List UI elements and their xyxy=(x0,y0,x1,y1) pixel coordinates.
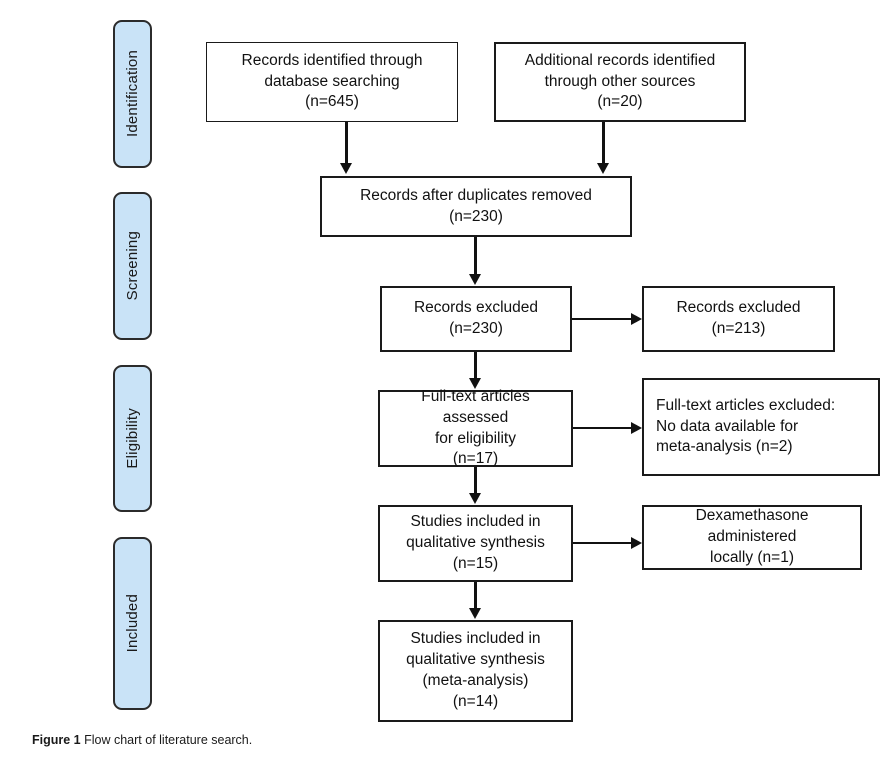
connector-screened-to-fulltext xyxy=(474,352,477,379)
connector-qualitative-to-dexamethasone xyxy=(573,541,632,545)
arrowhead-fulltext-to-qualitative xyxy=(468,493,481,504)
flow-box-records-excluded: Records excluded (n=213) xyxy=(642,286,835,352)
flow-box-text-full-text-excluded: Full-text articles excluded: No data ava… xyxy=(656,396,836,456)
flow-box-text-records-screened: Records excluded (n=230) xyxy=(413,299,539,337)
connector-fulltext-to-qualitative xyxy=(474,467,477,494)
arrowhead-fulltext-to-excluded xyxy=(631,421,642,434)
flow-box-text-full-text-assessed: Full-text articles assessed for eligibil… xyxy=(421,387,530,468)
figure-caption-text: Flow chart of literature search. xyxy=(84,733,253,747)
flow-box-records-identified-database: Records identified through database sear… xyxy=(206,42,458,122)
stage-pill-identification: Identification xyxy=(113,20,152,168)
figure-caption: Figure 1 Flow chart of literature search… xyxy=(32,733,252,747)
stage-pill-eligibility: Eligibility xyxy=(113,365,152,512)
connector-additional-to-duplicates xyxy=(602,122,605,164)
flow-box-studies-qualitative: Studies included in qualitative synthesi… xyxy=(378,505,573,582)
connector-screened-to-excluded xyxy=(572,317,632,321)
flow-box-text-records-identified-database: Records identified through database sear… xyxy=(241,51,423,111)
flow-box-text-studies-meta-analysis: Studies included in qualitative synthesi… xyxy=(406,630,545,710)
flow-box-full-text-assessed: Full-text articles assessed for eligibil… xyxy=(378,387,573,468)
flow-box-full-text-excluded: Full-text articles excluded: No data ava… xyxy=(642,378,880,476)
connector-duplicates-to-screened xyxy=(474,237,477,275)
arrowhead-duplicates-to-screened xyxy=(468,274,481,285)
stage-pill-included: Included xyxy=(113,537,152,710)
figure-caption-label: Figure 1 xyxy=(32,733,81,747)
stage-label-identification: Identification xyxy=(124,50,141,138)
flow-box-text-studies-qualitative: Studies included in qualitative synthesi… xyxy=(406,513,545,572)
stage-label-screening: Screening xyxy=(124,231,141,301)
arrowhead-screened-to-excluded xyxy=(631,312,642,325)
connector-identified-to-duplicates xyxy=(345,122,348,164)
connector-qualitative-to-meta xyxy=(474,582,477,609)
stage-pill-screening: Screening xyxy=(113,192,152,340)
connector-fulltext-to-excluded xyxy=(573,426,632,430)
arrowhead-additional-to-duplicates xyxy=(596,163,609,174)
flow-box-records-screened: Records excluded (n=230) xyxy=(380,286,572,352)
flow-box-records-after-duplicates-removed: Records after duplicates removed (n=230) xyxy=(320,176,632,237)
flow-box-text-records-after-duplicates-removed: Records after duplicates removed (n=230) xyxy=(360,186,592,225)
arrowhead-qualitative-to-dexamethasone xyxy=(631,536,642,549)
stage-label-eligibility: Eligibility xyxy=(124,408,141,469)
stage-label-included: Included xyxy=(124,594,141,653)
arrowhead-qualitative-to-meta xyxy=(468,608,481,619)
arrowhead-identified-to-duplicates xyxy=(339,163,352,174)
flow-box-additional-records-other-sources: Additional records identified through ot… xyxy=(494,42,746,122)
flow-box-dexamethasone-local: Dexamethasone administered locally (n=1) xyxy=(642,505,862,570)
flow-box-studies-meta-analysis: Studies included in qualitative synthesi… xyxy=(378,620,573,722)
flow-box-text-additional-records-other-sources: Additional records identified through ot… xyxy=(524,51,716,111)
flow-box-text-dexamethasone-local: Dexamethasone administered locally (n=1) xyxy=(695,507,809,566)
arrowhead-screened-to-fulltext xyxy=(468,378,481,389)
flow-box-text-records-excluded: Records excluded (n=213) xyxy=(676,299,801,337)
